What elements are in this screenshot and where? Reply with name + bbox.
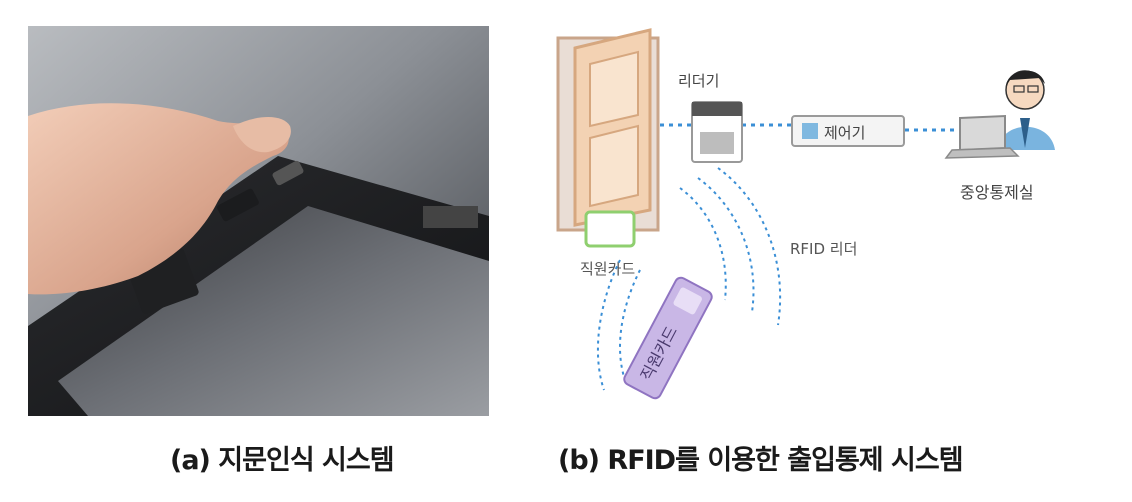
handheld-card [623,276,713,400]
reader-label: 리더기 [678,72,719,90]
rfid-waves-left [596,259,641,391]
card-label: 직원카드 [580,260,635,278]
rfid-reader-label: RFID 리더 [790,240,857,258]
laptop-icon [944,114,1020,159]
rfid-waves [679,167,782,326]
fingerprint-photo [28,26,489,416]
reader-device [691,101,743,163]
door-card-reader [584,210,636,248]
caption-fingerprint: (a) 지문인식 시스템 [170,445,395,476]
central-room-label: 중앙통제실 [960,183,1034,202]
controller-device [791,115,905,147]
caption-rfid: (b) RFID를 이용한 출입통제 시스템 [558,445,964,476]
controller-label: 제어기 [824,124,865,142]
central-room-person [998,70,1055,150]
rfid-diagram: 직원카드 리더기 제어기 중앙통제실 RFID 리더 [556,28,1055,400]
